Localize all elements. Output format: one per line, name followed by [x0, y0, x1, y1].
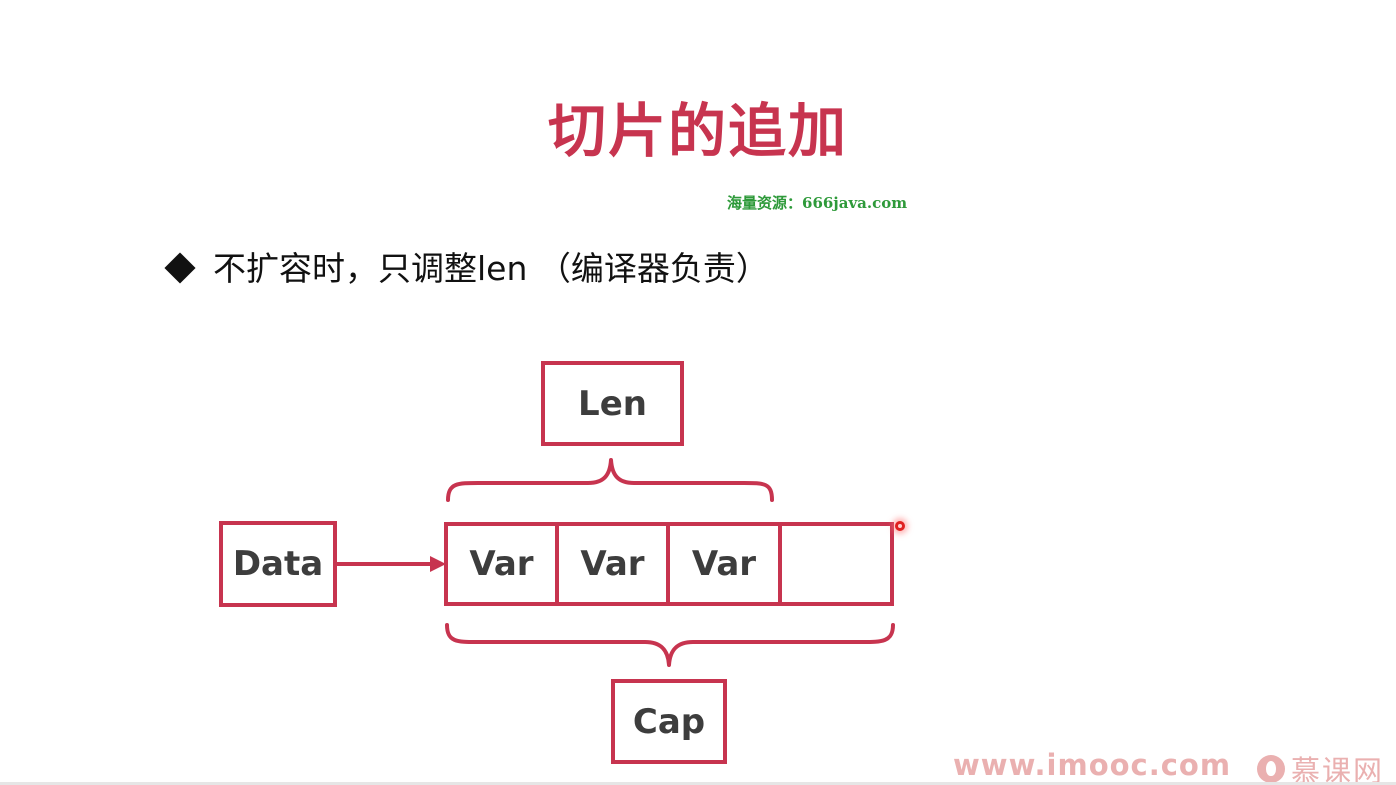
diamond-bullet-icon	[164, 252, 196, 284]
footer-logo: 慕课网	[1257, 748, 1384, 785]
len-box: Len	[541, 361, 684, 446]
slide-title: 切片的追加	[547, 97, 848, 165]
len-brace	[446, 458, 774, 502]
pointer-cursor-icon	[895, 521, 905, 531]
cap-box: Cap	[611, 679, 727, 764]
array-cell-1: Var	[469, 544, 534, 584]
flame-logo-icon	[1257, 755, 1285, 783]
cap-label: Cap	[632, 701, 706, 742]
footer-url: www.imooc.com	[953, 748, 1232, 782]
array-cell-4	[780, 524, 892, 604]
cap-brace	[445, 623, 895, 667]
footer-logo-text: 慕课网	[1291, 754, 1385, 785]
data-label: Data	[232, 544, 324, 584]
array-cell-2: Var	[580, 544, 645, 584]
arrow-head-icon	[430, 556, 446, 572]
bullet-text: 不扩容时，只调整len （编译器负责）	[213, 249, 769, 288]
len-label: Len	[578, 383, 647, 424]
watermark-text: 海量资源：666java.com	[727, 194, 908, 212]
data-box: Data	[219, 521, 337, 607]
bottom-divider	[0, 782, 1396, 785]
bullet-point: 不扩容时，只调整len （编译器负责）	[163, 247, 769, 291]
array-cell-3: Var	[691, 544, 757, 584]
